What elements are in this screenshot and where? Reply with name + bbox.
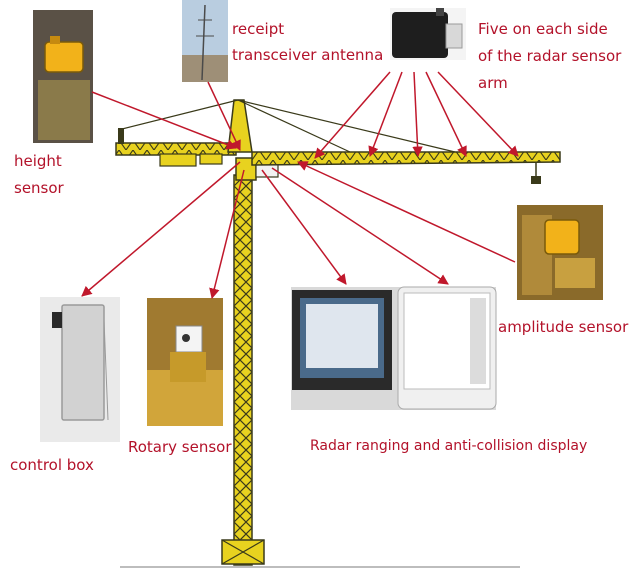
height-sensor-label-line2: sensor xyxy=(14,179,64,197)
crane-cab xyxy=(235,157,279,181)
arrow-display-2 xyxy=(271,167,449,285)
antenna-label-line1: receipt xyxy=(232,20,285,38)
rotary-sensor-photo xyxy=(147,298,223,426)
radar-arm-label-line1: Five on each side xyxy=(478,20,608,38)
amplitude-sensor-label: amplitude sensor xyxy=(498,318,629,336)
display-photo xyxy=(291,286,497,410)
display-label: Radar ranging and anti-collision display xyxy=(310,438,588,454)
arrow-amplitude xyxy=(297,161,516,263)
control-box-label: control box xyxy=(10,456,94,474)
antenna-photo xyxy=(182,0,228,82)
radar-sensor-photo xyxy=(390,8,466,60)
annotation-arrows xyxy=(81,71,519,300)
arrow-height-sensor xyxy=(91,91,237,150)
arrow-radar-5 xyxy=(437,71,519,157)
control-box-photo xyxy=(40,297,120,442)
radar-arm-label-line3: arm xyxy=(478,74,508,92)
arrow-control-box xyxy=(81,161,241,297)
arrow-display-1 xyxy=(261,169,347,285)
antenna-label-line2: transceiver antenna xyxy=(232,46,384,64)
height-sensor-label-line1: height xyxy=(14,152,62,170)
arrow-radar-3 xyxy=(412,71,423,158)
arrow-radar-2 xyxy=(368,71,403,157)
crane-counter-jib xyxy=(115,128,237,167)
crane-tower xyxy=(221,174,265,566)
crane-jib xyxy=(251,151,561,184)
arrow-radar-4 xyxy=(425,71,467,157)
amplitude-sensor-photo xyxy=(517,205,603,300)
arrow-rotary xyxy=(209,169,245,300)
height-sensor-photo xyxy=(33,10,93,143)
rotary-sensor-label: Rotary sensor xyxy=(128,438,232,456)
arrow-radar-1 xyxy=(314,71,391,159)
arrow-antenna xyxy=(207,81,241,151)
radar-arm-label-line2: of the radar sensor xyxy=(478,47,622,65)
